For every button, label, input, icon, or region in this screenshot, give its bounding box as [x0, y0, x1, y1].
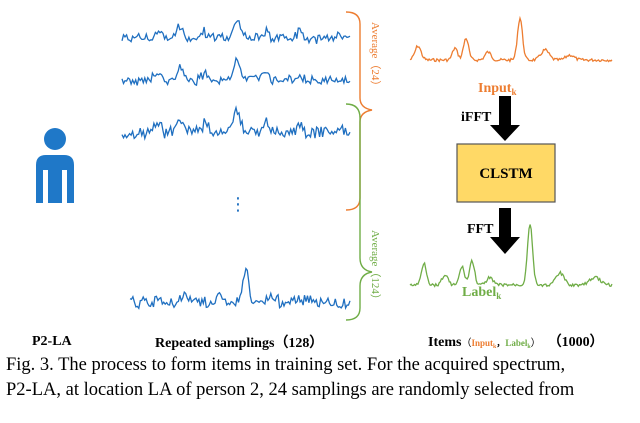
average-124-brace: [345, 103, 373, 321]
average-124-label: Average（124）: [369, 230, 382, 305]
clstm-label: CLSTM: [479, 166, 532, 182]
average-24-brace: [345, 11, 373, 211]
fft-arrow: [490, 208, 520, 254]
fft-label: FFT: [467, 222, 494, 237]
caption-line-1: Fig. 3. The process to form items in tra…: [6, 355, 566, 375]
sampling-signal-2: [121, 56, 351, 87]
sampling-signals: [121, 20, 351, 311]
items-label: Items（Inputk，Labelk）（1000）: [428, 334, 604, 350]
figure-caption: Fig. 3. The process to form items in tra…: [6, 353, 638, 403]
input-spectrum: [409, 15, 613, 63]
sampling-signal-4: [129, 266, 351, 311]
average-24-label: Average（24）: [369, 22, 382, 91]
ifft-label: iFFT: [461, 110, 492, 125]
repeated-samplings-label: Repeated samplings（128）: [155, 335, 323, 351]
label-spectrum: [409, 224, 613, 288]
clstm-box: [456, 143, 556, 203]
ellipsis-dots: ⋮: [229, 194, 247, 215]
caption-line-2: P2-LA, at location LA of person 2, 24 sa…: [6, 380, 575, 400]
process-diagram: P2-LA ⋮ Repeated samplings（128） Average（…: [32, 11, 613, 351]
sampling-signal-3: [121, 105, 351, 141]
p2la-label: P2-LA: [32, 334, 73, 349]
sampling-signal-1: [121, 20, 351, 45]
ifft-arrow: [490, 96, 520, 141]
input-label: Inputk: [478, 81, 516, 97]
label-label: Labelk: [462, 285, 501, 301]
person-icon: [36, 128, 74, 203]
